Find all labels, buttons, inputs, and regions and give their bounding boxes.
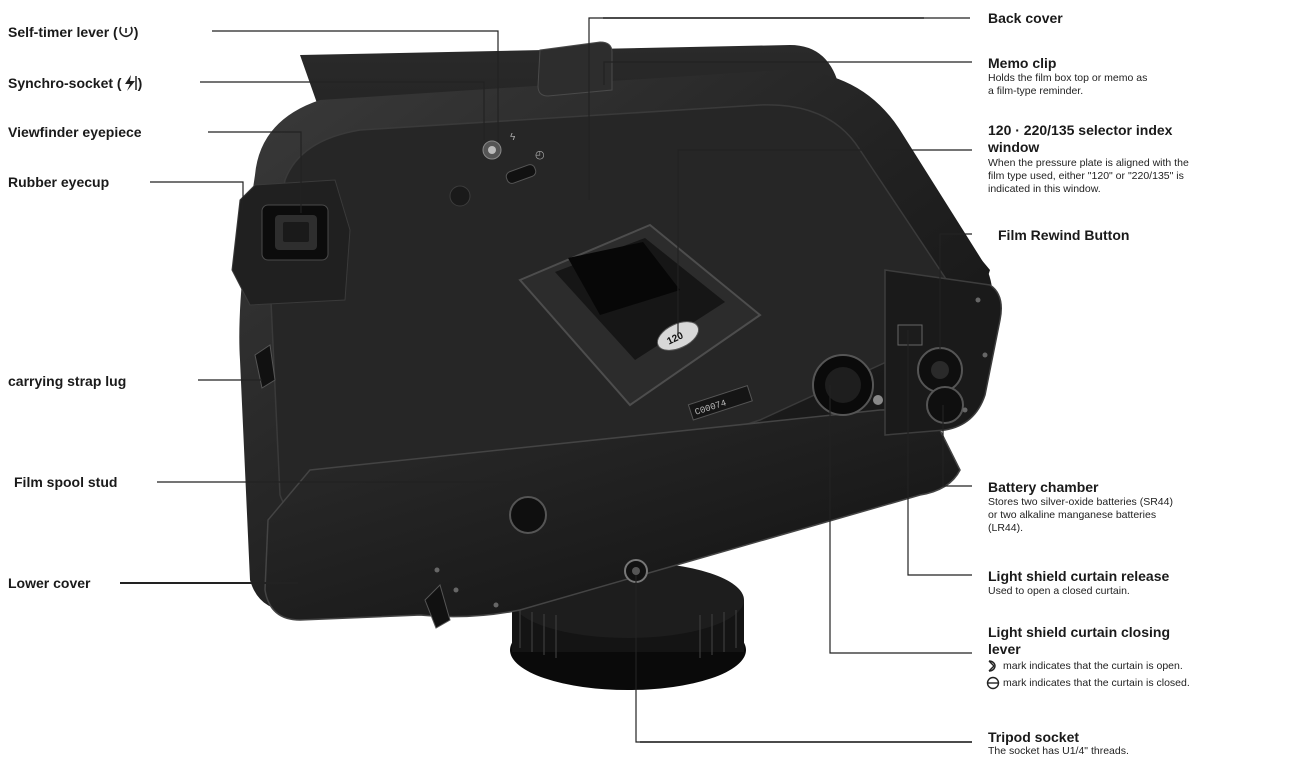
selector-desc-1: When the pressure plate is aligned with … [988,157,1189,169]
label-tripod: Tripod socket [988,729,1080,745]
closed-mark-row: mark indicates that the curtain is close… [986,676,1291,690]
selector-desc: When the pressure plate is aligned with … [988,157,1288,196]
battery-desc-1: Stores two silver-oxide batteries (SR44) [988,496,1173,508]
self-timer-leader [212,30,499,142]
label-strap-lug: carrying strap lug [8,373,127,389]
label-self-timer-close: ) [133,24,139,41]
label-self-timer: Self-timer lever () [8,24,138,43]
svg-text:ϟ: ϟ [510,132,516,143]
curtain-release-leader [907,330,972,576]
label-battery: Battery chamber [988,479,1099,495]
memo-clip-desc: Holds the film box top or memo as a film… [988,72,1283,98]
battery-leader [942,405,972,487]
curtain-lever-leader [829,385,972,654]
label-rewind: Film Rewind Button [998,227,1130,243]
curtain-open-icon [988,660,996,672]
closed-mark-text: mark indicates that the curtain is close… [1003,676,1190,689]
label-self-timer-text: Self-timer lever ( [8,24,118,41]
eyecup-leader [150,181,244,210]
flash-icon [122,74,138,95]
label-curtain-lever: Light shield curtain closing [988,624,1171,640]
label-selector: 120 · 220/135 selector index [988,122,1173,138]
battery-desc: Stores two silver-oxide batteries (SR44)… [988,496,1283,535]
label-curtain-release: Light shield curtain release [988,568,1170,584]
memo-clip-desc-2: a film-type reminder. [988,85,1084,97]
synchro-leader [200,81,485,140]
curtain-closed-icon [986,676,1000,690]
viewfinder-leader [208,131,302,213]
tripod-desc: The socket has U1/4" threads. [988,745,1283,758]
label-memo-clip: Memo clip [988,55,1057,71]
battery-desc-3: (LR44). [988,522,1024,534]
tripod-desc-1: The socket has U1/4" threads. [988,745,1129,757]
svg-text:◴: ◴ [535,148,545,161]
curtain-release-desc-1: Used to open a closed curtain. [988,585,1130,597]
label-lower-cover: Lower cover [8,575,91,591]
open-mark-text: mark indicates that the curtain is open. [1003,659,1183,672]
label-synchro: Synchro-socket () [8,74,142,95]
label-selector-2: window [988,139,1040,155]
self-timer-icon [118,24,134,43]
label-spool-stud: Film spool stud [14,474,118,490]
memo-clip-leader [603,61,972,85]
memo-clip-desc-1: Holds the film box top or memo as [988,72,1148,84]
label-synchro-text: Synchro-socket ( [8,75,122,92]
label-eyecup: Rubber eyecup [8,174,110,190]
curtain-release-desc: Used to open a closed curtain. [988,585,1283,598]
curtain-lever-desc: mark indicates that the curtain is open.… [986,659,1291,690]
label-curtain-lever-2: lever [988,641,1021,657]
tripod-leader [635,575,972,743]
rewind-leader [939,233,972,350]
selector-desc-3: indicated in this window. [988,183,1101,195]
selector-desc-2: film type used, either "120" or "220/135… [988,170,1184,182]
selector-leader [677,149,972,335]
viewfinder-block [231,179,351,306]
label-synchro-close: ) [137,75,143,92]
open-mark-row: mark indicates that the curtain is open. [986,659,1291,673]
label-viewfinder: Viewfinder eyepiece [8,124,142,140]
battery-desc-2: or two alkaline manganese batteries [988,509,1157,521]
label-back-cover: Back cover [988,10,1063,26]
back-cover-leader [588,17,970,200]
